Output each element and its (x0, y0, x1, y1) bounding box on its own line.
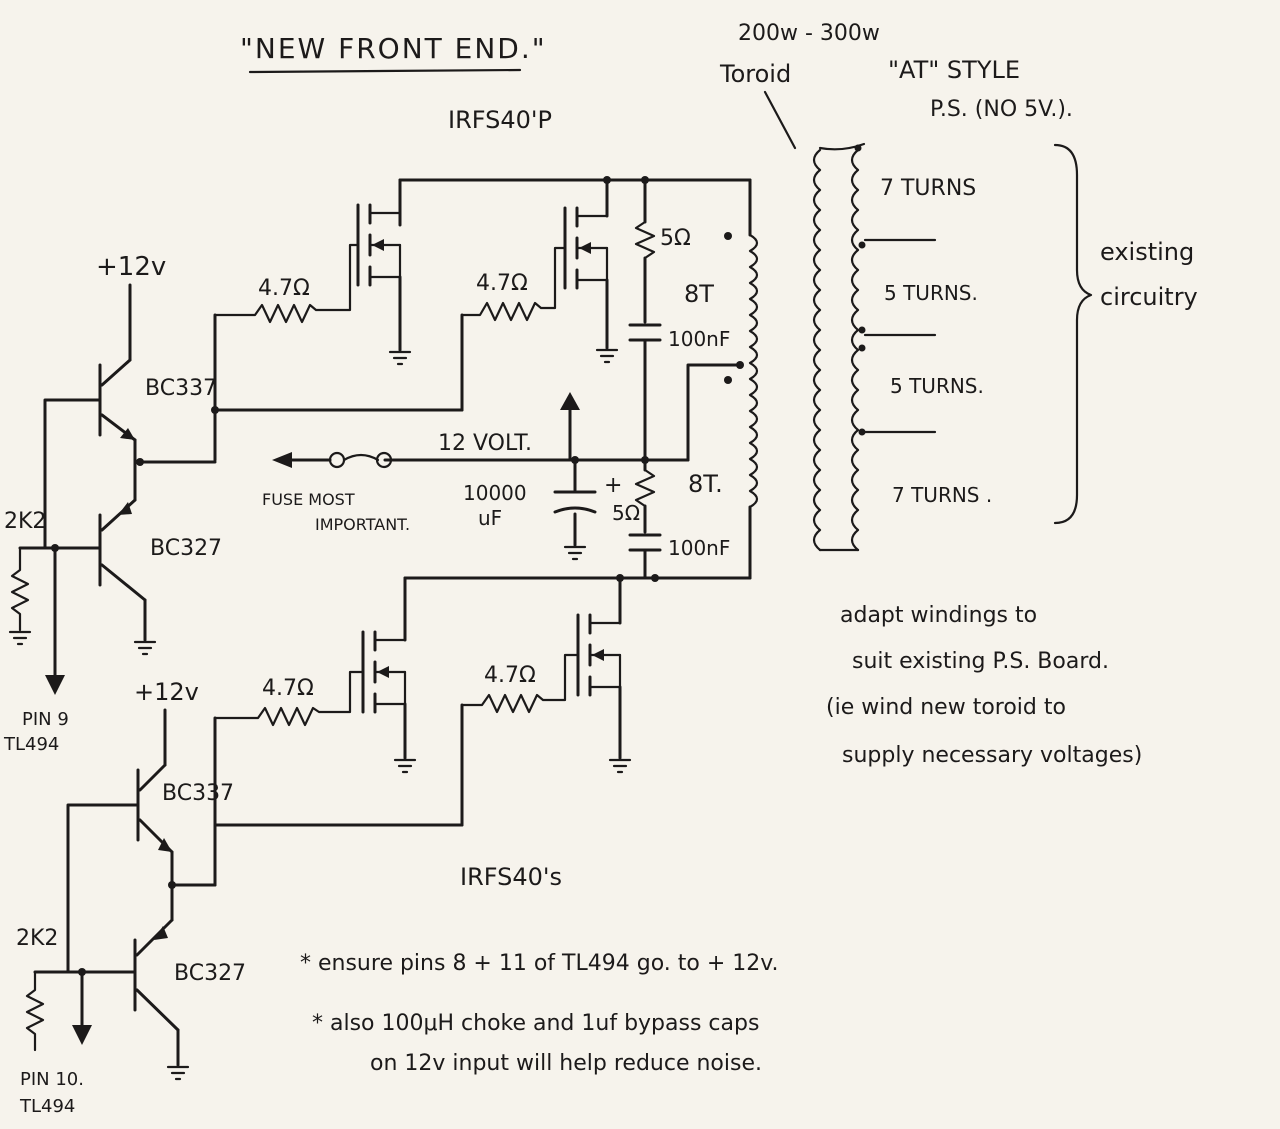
transistor-q8-label: BC327 (174, 961, 246, 986)
transistor-q7-npn (136, 763, 174, 854)
pin-bottom-2: TL494 (19, 1096, 75, 1117)
note-3: on 12v input will help reduce noise. (370, 1051, 762, 1076)
fuse (272, 451, 393, 469)
adapt-note-3: (ie wind new toroid to (826, 695, 1066, 720)
snubber-cap-top (628, 323, 662, 342)
pulldown-bottom-label: 2K2 (16, 926, 58, 951)
bulk-cap-value: 10000 (463, 481, 527, 505)
transistor-q6-pnp (98, 498, 147, 602)
snubber-cap-top-label: 100nF (668, 327, 730, 351)
adapt-note-2: suit existing P.S. Board. (852, 649, 1109, 674)
primary-turns-top: 8T (684, 280, 714, 308)
primary-winding (748, 233, 759, 509)
fuse-label-1: FUSE MOST (262, 490, 355, 509)
gate-resistor-r4-label: 4.7Ω (484, 663, 536, 688)
gate-resistor-r3-label: 4.7Ω (262, 676, 314, 701)
snubber-resistor-top-label: 5Ω (660, 226, 691, 251)
transistor-q5-npn (98, 358, 137, 442)
snubber-cap-bottom-label: 100nF (668, 536, 730, 560)
toroid-leader (763, 90, 797, 150)
fuse-label-2: IMPORTANT. (315, 515, 410, 534)
gate-resistor-r4 (460, 653, 580, 714)
ps-style-label: "AT" STYLE (888, 56, 1020, 84)
gate-resistor-r1 (213, 243, 360, 324)
title-underline (248, 68, 522, 74)
toroid-secondary (812, 142, 866, 552)
ps-no5v-label: P.S. (NO 5V.). (930, 97, 1073, 122)
transistor-q5-label: BC337 (145, 376, 217, 401)
secondary-2-turns: 5 TURNS. (884, 281, 978, 305)
existing-label-1: existing (1100, 238, 1194, 266)
supply-top: +12v (96, 252, 166, 282)
bulk-capacitor (553, 458, 597, 561)
mosfet-q1 (356, 183, 402, 307)
transistor-q8-pnp (133, 918, 180, 1032)
transistor-q7-label: BC337 (162, 781, 234, 806)
bulk-cap-unit: uF (478, 506, 502, 530)
title: "NEW FRONT END." (240, 32, 547, 65)
note-2: * also 100μH choke and 1uf bypass caps (312, 1011, 759, 1036)
gate-resistor-r2-label: 4.7Ω (476, 271, 528, 296)
secondary-4-turns: 7 TURNS . (892, 483, 992, 507)
pin-top-2: TL494 (3, 734, 59, 755)
pin-top-1: PIN 9 (22, 709, 69, 730)
note-1: * ensure pins 8 + 11 of TL494 go. to + 1… (300, 951, 779, 976)
gate-resistor-r2 (460, 246, 567, 322)
toroid-word: Toroid (719, 60, 791, 88)
mosfet-q3 (361, 610, 407, 734)
transistor-q6-label: BC327 (150, 536, 222, 561)
mosfet-q4 (576, 593, 622, 717)
pin-bottom-1: PIN 10. (20, 1069, 84, 1090)
secondary-3-turns: 5 TURNS. (890, 374, 984, 398)
secondary-1-turns: 7 TURNS (880, 176, 976, 201)
mosfet-q2 (563, 186, 609, 310)
toroid-rating: 200w - 300w (738, 21, 880, 46)
snubber-resistor-bottom (634, 468, 656, 508)
existing-circuitry-brace (1053, 143, 1093, 525)
adapt-note-1: adapt windings to (840, 603, 1037, 628)
mosfet-bottom-label: IRFS40's (460, 863, 562, 891)
snubber-resistor-bottom-label: 5Ω (612, 501, 640, 525)
gate-resistor-r1-label: 4.7Ω (258, 276, 310, 301)
adapt-note-4: supply necessary voltages) (842, 743, 1142, 768)
rail-12v-label: 12 VOLT. (438, 431, 532, 456)
primary-turns-bottom: 8T. (688, 470, 723, 498)
supply-bottom: +12v (134, 678, 199, 706)
pulldown-top-label: 2K2 (4, 509, 46, 534)
mosfet-top-label: IRFS40'P (448, 106, 552, 134)
bulk-cap-plus: + (604, 473, 622, 498)
snubber-cap-bottom (628, 533, 662, 552)
existing-label-2: circuitry (1100, 283, 1198, 311)
snubber-resistor-top (634, 220, 656, 260)
gate-resistor-r3 (213, 670, 365, 727)
